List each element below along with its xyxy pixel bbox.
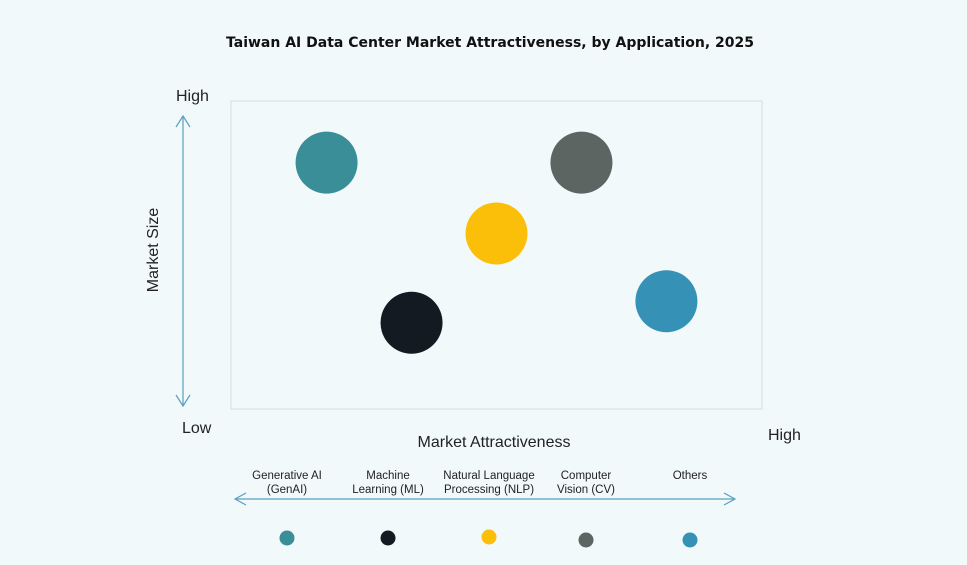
legend-dot-generative-ai-genai [279,530,295,546]
legend-dot-machine-learning-ml [380,530,396,546]
y-high-label: High [176,88,209,105]
y-axis-label: Market Size [145,208,162,293]
x-low-label: Low [182,420,212,437]
bubble-natural-language-processing-nlp [465,202,528,265]
legend-dot-others [682,532,698,548]
plot-area [230,100,763,410]
bubble-machine-learning-ml [380,291,443,354]
y-axis-arrow [175,114,191,408]
bubble-layer [295,131,698,354]
legend-arrow [233,492,737,506]
chart-title: Taiwan AI Data Center Market Attractiven… [226,35,754,51]
legend-dot-natural-language-processing-nlp [481,529,497,545]
x-high-label: High [768,427,801,444]
legend-label-others: Others [673,470,708,482]
bubble-generative-ai-genai [295,131,358,194]
legend-dot-computer-vision-cv [578,532,594,548]
bubble-computer-vision-cv [550,131,613,194]
bubble-others [635,270,698,333]
legend-label-generative-ai-genai: Generative AI(GenAI) [252,470,322,496]
x-axis-label: Market Attractiveness [418,434,571,451]
